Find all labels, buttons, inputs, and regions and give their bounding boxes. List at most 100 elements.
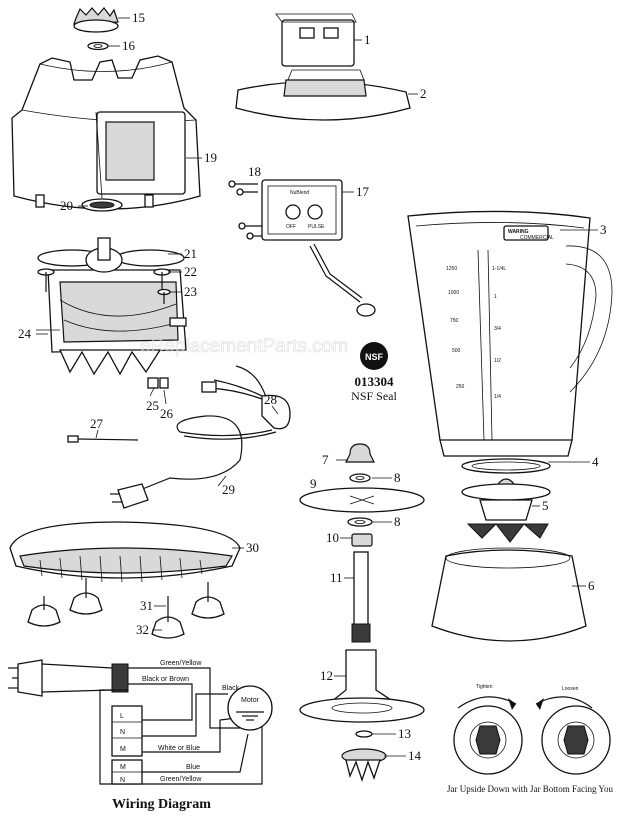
nsf-seal-label: NSF Seal: [351, 389, 397, 403]
callout-8-top: 8: [394, 470, 401, 485]
loosen-label: Loosen: [562, 686, 579, 692]
terminal-n: N: [120, 729, 125, 736]
nsf-seal: NSF 013304 NSF Seal: [351, 342, 397, 403]
switch-off-label: OFF: [286, 224, 296, 230]
callout-15: 15: [132, 10, 145, 25]
rotation-instructions: Tighten Loosen Jar Upside Down with Jar …: [447, 684, 613, 794]
callout-22: 22: [184, 264, 197, 279]
coupling-base-part-12: [299, 649, 425, 723]
callout-23: 23: [184, 284, 197, 299]
terminal-l: L: [120, 713, 124, 720]
wiring-diagram: L N M M N Motor Green/Yellow Black or Br…: [8, 659, 273, 812]
callout-27: 27: [90, 416, 104, 431]
capacitor-part-25-26: [147, 377, 169, 389]
base-housing-part-19: [11, 55, 201, 212]
switch-assembly-part-17: NuBlend OFF PULSE: [261, 179, 376, 317]
loosen-arrow-icon: [536, 698, 544, 710]
white-or-blue-wire: [140, 717, 237, 753]
jar-part-3: WARING COMMERCIAL: [407, 210, 613, 457]
callout-6: 6: [588, 578, 595, 593]
drive-stud-part-14: [341, 748, 387, 783]
jar-scale-left-2: 750: [450, 318, 459, 324]
motor-symbol: [227, 685, 273, 731]
washer-part-8-bottom: [347, 517, 373, 527]
callout-25: 25: [146, 398, 159, 413]
blue-wire: [140, 733, 249, 773]
screws-part-18: [228, 180, 262, 240]
label-black: Black: [222, 685, 240, 692]
terminal-n-2: N: [120, 777, 125, 784]
jar-scale-right-0: 1-1/4L: [492, 266, 506, 272]
callout-8-bottom: 8: [394, 514, 401, 529]
callout-11: 11: [330, 570, 343, 585]
tighten-arrow-icon: [508, 698, 516, 710]
switch-bezel-part-1: [275, 13, 357, 67]
nsf-number: 013304: [355, 374, 395, 389]
tighten-label: Tighten: [476, 684, 493, 690]
jar-scale-left: 1250 1000 750 500 250: [446, 266, 465, 390]
callout-12: 12: [320, 668, 333, 683]
motor-assembly-part-24: [36, 237, 187, 376]
watermark: eReplacementParts.com: [140, 336, 348, 357]
jar-scale-right-3: 1/2: [494, 358, 501, 364]
black-wire: [140, 693, 228, 737]
gasket-part-4: [461, 458, 551, 474]
green-yellow-wire: [128, 667, 240, 729]
nsf-logo-circle: [360, 342, 388, 370]
disc-part-9: [299, 487, 425, 513]
callout-16: 16: [122, 38, 136, 53]
callout-10: 10: [326, 530, 339, 545]
rotation-caption: Jar Upside Down with Jar Bottom Facing Y…: [447, 784, 613, 794]
callout-28: 28: [264, 392, 277, 407]
callout-5: 5: [542, 498, 549, 513]
callout-numbers: 15 16 1 2 19 18 20 17 3 21 22 23 24 25 2…: [18, 10, 607, 763]
drive-coupling-part-15: [73, 7, 119, 33]
power-cord-part-29: [110, 365, 291, 509]
callout-7: 7: [322, 452, 329, 467]
jar-scale-left-3: 500: [452, 348, 461, 354]
blade-assembly-part-5: [461, 478, 551, 543]
callout-20: 20: [60, 198, 73, 213]
callout-19: 19: [204, 150, 217, 165]
jar-brand: WARING: [508, 229, 529, 235]
washer-part-8-top: [349, 473, 371, 483]
terminal-m-2: M: [120, 764, 126, 771]
wiring-diagram-title: Wiring Diagram: [112, 797, 211, 812]
callout-32: 32: [136, 622, 149, 637]
callout-30: 30: [246, 540, 259, 555]
callout-29: 29: [222, 482, 235, 497]
jar-scale-left-1: 1000: [448, 290, 459, 296]
jar-scale-right-1: 1: [494, 294, 497, 300]
nsf-logo-text: NSF: [365, 352, 384, 362]
callout-9: 9: [310, 476, 317, 491]
callout-14: 14: [408, 748, 422, 763]
washer-part-13: [355, 730, 373, 738]
callout-13: 13: [398, 726, 411, 741]
motor-label: Motor: [241, 697, 260, 704]
switch-pulse-label: PULSE: [308, 224, 325, 230]
washer-part-16: [87, 41, 109, 51]
callout-18: 18: [248, 164, 261, 179]
cable-tie-part-27: [67, 435, 139, 443]
callout-21: 21: [184, 246, 197, 261]
callout-3: 3: [600, 222, 607, 237]
jar-brand-sub: COMMERCIAL: [520, 235, 554, 241]
lid-part-2: [235, 69, 411, 121]
switch-brand-label: NuBlend: [290, 190, 309, 196]
jar-scale-left-0: 1250: [446, 266, 457, 272]
jar-scale-right: 1-1/4L 1 3/4 1/2 1/4: [492, 266, 506, 400]
green-yellow-wire-bottom: [99, 689, 263, 785]
callout-leaders: [36, 17, 598, 757]
callout-1: 1: [364, 32, 371, 47]
label-black-or-brown: Black or Brown: [142, 676, 189, 683]
callout-26: 26: [160, 406, 174, 421]
terminal-m: M: [120, 746, 126, 753]
callout-4: 4: [592, 454, 599, 469]
bearing-part-10: [351, 533, 373, 547]
callout-17: 17: [356, 184, 370, 199]
label-white-or-blue: White or Blue: [158, 745, 200, 752]
jar-scale-left-4: 250: [456, 384, 465, 390]
callout-24: 24: [18, 326, 32, 341]
jar-scale-right-4: 1/4: [494, 394, 501, 400]
